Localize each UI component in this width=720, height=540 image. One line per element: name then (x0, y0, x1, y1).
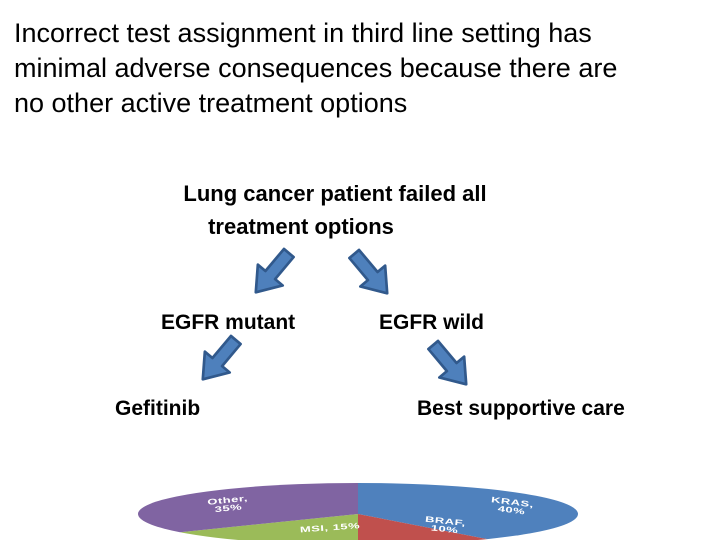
slide-title-line: no other active treatment options (14, 88, 408, 118)
slide-title-line: minimal adverse consequences because the… (14, 53, 618, 83)
flowchart-node-egfr-wild: EGFR wild (379, 311, 484, 334)
slide-title-line: Incorrect test assignment in third line … (14, 18, 592, 48)
pie-slice-braf (358, 514, 488, 540)
flowchart-node-egfr-mutant: EGFR mutant (161, 311, 296, 334)
pie-slice-other (138, 483, 358, 533)
down-left-arrow-icon (254, 247, 295, 294)
pie-slice-kras (358, 483, 578, 540)
flowchart-root-label: Lung cancer patient failed all (183, 181, 487, 206)
flowchart-root-label: treatment options (208, 214, 394, 239)
down-left-arrow-icon (201, 334, 242, 381)
down-right-arrow-icon (348, 248, 389, 295)
flowchart-node-best-supportive-care: Best supportive care (417, 397, 625, 420)
pie-slice-msi (180, 514, 358, 540)
down-right-arrow-icon (427, 339, 468, 386)
slide-title: Incorrect test assignment in third line … (14, 16, 714, 121)
flowchart-node-gefitinib: Gefitinib (115, 397, 201, 420)
